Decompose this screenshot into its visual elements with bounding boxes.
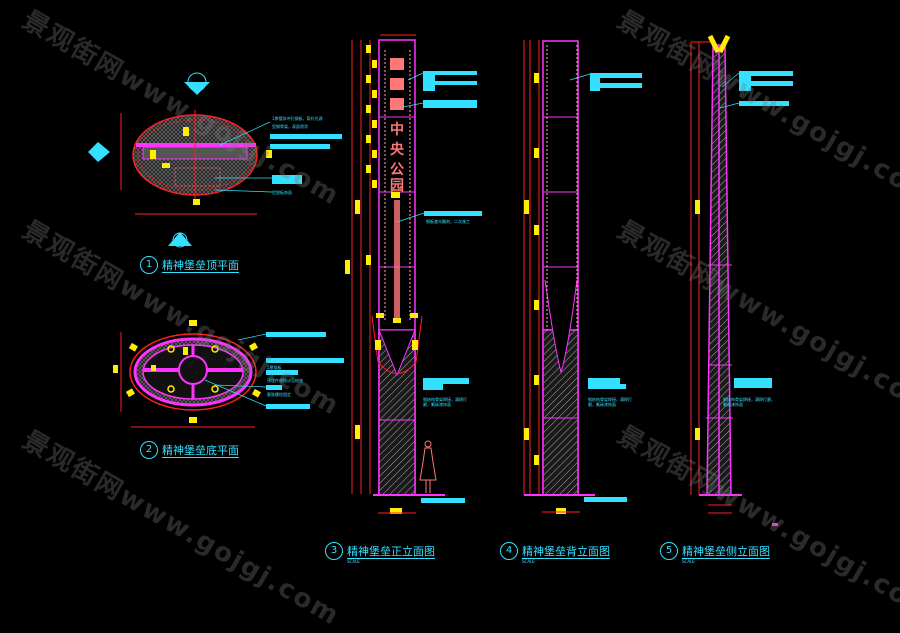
bottom-plan-view bbox=[113, 320, 344, 427]
scale-label: SCALE bbox=[522, 559, 535, 564]
view-number: 3 bbox=[325, 542, 343, 560]
back-elevation-view bbox=[524, 40, 642, 514]
view-number: 4 bbox=[500, 542, 518, 560]
section-marker-label-b: B bbox=[178, 236, 182, 241]
cad-drawing-canvas: 中 央 公 园 bbox=[0, 0, 900, 600]
view-title-text: 精神堡垒背立面图 bbox=[522, 545, 610, 559]
note-back-low: 钢结构骨架焊接，满焊打磨，氟碳漆饰面 bbox=[588, 397, 638, 407]
view-title-text: 精神堡垒侧立面图 bbox=[682, 545, 770, 559]
human-scale-figure bbox=[420, 441, 436, 493]
front-elevation-view: 中 央 公 园 bbox=[345, 35, 482, 514]
note-side-low: 钢结构骨架焊接，满焊打磨，氟碳漆饰面 bbox=[723, 397, 778, 407]
note-top-plan-2: 型钢骨架，表面喷涂 bbox=[272, 124, 308, 129]
view-title-2: 2 精神堡垒底平面 bbox=[140, 441, 239, 459]
pillar-char-4: 园 bbox=[390, 178, 404, 194]
scale-label: SCALE bbox=[347, 559, 360, 564]
scale-label: SCALE bbox=[682, 559, 695, 564]
view-number: 2 bbox=[140, 441, 158, 459]
note-front-mid: 钢板激光雕刻，二次施工 bbox=[426, 219, 470, 224]
view-title-text: 精神堡垒顶平面 bbox=[162, 259, 239, 273]
side-elevation-view bbox=[691, 36, 793, 526]
pillar-char-1: 中 bbox=[390, 121, 404, 138]
note-top-plan-3: 铝塑板饰面 bbox=[272, 190, 292, 195]
top-plan-view bbox=[88, 73, 342, 247]
view-title-1: 1 精神堡垒顶平面 bbox=[140, 256, 239, 274]
pillar-char-3: 公 bbox=[390, 162, 404, 178]
view-number: 1 bbox=[140, 256, 158, 274]
note-bottom-plan-3: 膨胀螺栓固定 bbox=[267, 392, 291, 397]
view-title-text: 精神堡垒正立面图 bbox=[347, 545, 435, 559]
section-marker-label-a: A bbox=[195, 76, 199, 81]
note-bottom-plan-1: 5厚钢板 bbox=[267, 365, 282, 370]
pillar-char-2: 央 bbox=[390, 141, 405, 158]
note-top-plan-1: 1厚镀锌冲孔钢板，背衬光源 bbox=[272, 116, 323, 121]
view-number: 5 bbox=[660, 542, 678, 560]
view-title-text: 精神堡垒底平面 bbox=[162, 444, 239, 458]
note-front-low: 钢结构骨架焊接，满焊打磨，氟碳漆饰面 bbox=[423, 397, 473, 407]
note-bottom-plan-2: 预埋件规格详见结施 bbox=[267, 378, 303, 383]
